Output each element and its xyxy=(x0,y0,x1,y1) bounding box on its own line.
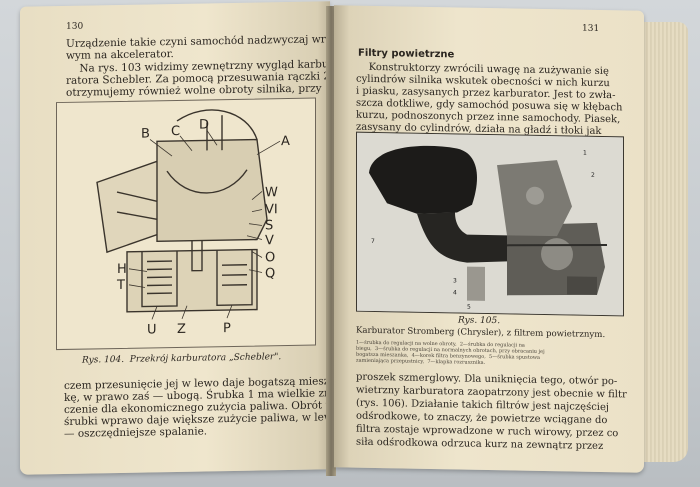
carburetor-photo-drawing: 1 2 3 4 5 7 xyxy=(357,132,623,316)
book-gutter xyxy=(326,6,336,476)
figure-legend-line: zamieniająca przepustnicy, 7—klapka rozr… xyxy=(356,357,486,366)
figure-label: B xyxy=(141,126,150,141)
photo-number: 4 xyxy=(453,289,457,296)
section-heading: Filtry powietrzne xyxy=(358,47,455,61)
figure-label: W xyxy=(265,185,278,200)
carburetor-drawing: B C D A W VI S V O Q H T U Z P xyxy=(96,109,290,337)
right-page-number: 131 xyxy=(582,23,600,34)
left-page: 130 Urządzenie takie czyni samochód nadz… xyxy=(20,1,348,475)
carburetor-cross-section-figure: B C D A W VI S V O Q H T U Z P xyxy=(56,97,316,351)
figure-label: D xyxy=(199,117,209,132)
left-text-line: — oszczędniejsze spalanie. xyxy=(64,425,208,440)
figure-label: P xyxy=(223,321,231,336)
figure-label: S xyxy=(265,218,273,233)
figure-subcaption: Karburator Stromberg (Chrysler), z filtr… xyxy=(356,325,606,341)
figure-label: VI xyxy=(265,202,278,217)
figure-label: O xyxy=(265,250,275,265)
figure-label: A xyxy=(281,134,290,149)
figure-label: T xyxy=(116,278,125,293)
figure-label: V xyxy=(265,233,274,248)
figure-label: C xyxy=(171,124,180,139)
figure-caption: Rys. 105. xyxy=(458,315,501,327)
figure-label: Z xyxy=(177,322,186,337)
photo-number: 3 xyxy=(453,277,457,284)
left-page-number: 130 xyxy=(66,21,84,32)
figure-label: H xyxy=(117,262,127,277)
figure-label: Q xyxy=(265,266,275,281)
figure-caption: Rys. 104. Przekrój karburatora „Schebler… xyxy=(82,352,282,366)
photo-number: 2 xyxy=(591,172,595,179)
left-text-line: Urządzenie takie czyni samochód nadzwycz… xyxy=(66,32,348,50)
photo-number: 1 xyxy=(583,150,587,157)
photo-number: 5 xyxy=(467,304,471,311)
right-page: 131 Filtry powietrzne Konstruktorzy zwró… xyxy=(334,5,644,473)
photo-number: 7 xyxy=(371,238,375,245)
figure-label: U xyxy=(147,322,157,337)
left-text-line: wym na akcelerator. xyxy=(66,48,174,62)
page-edges xyxy=(640,22,688,462)
carburetor-photo: 1 2 3 4 5 7 xyxy=(356,131,624,317)
